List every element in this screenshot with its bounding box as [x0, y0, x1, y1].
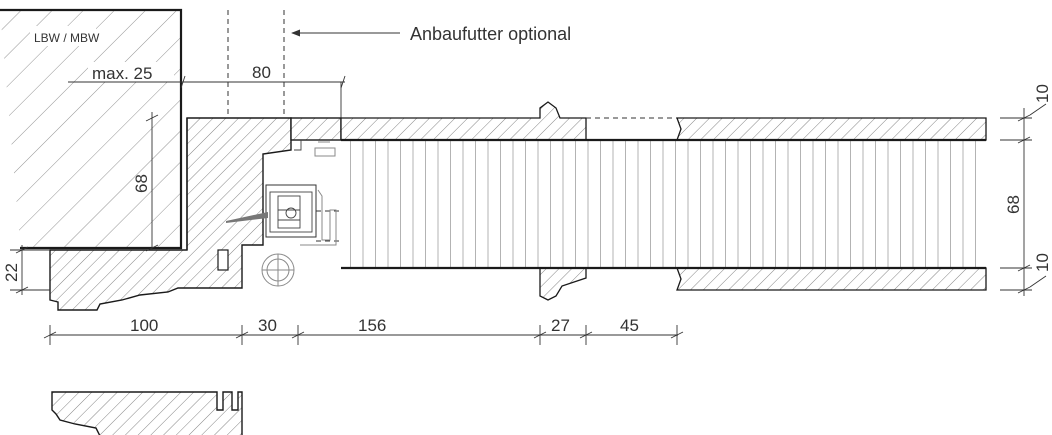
- wall-label: LBW / MBW: [34, 31, 100, 45]
- dimension-27-label: 27: [551, 316, 570, 335]
- dimension-bottom-chain: 100 30 156 27 45: [43, 316, 684, 345]
- dimension-left-68-label: 68: [132, 174, 151, 193]
- dimension-156-label: 156: [358, 316, 386, 335]
- dimension-left-22: 22: [2, 245, 50, 295]
- hinge-hardware: [226, 141, 360, 287]
- dimension-right: 10 68 10: [1000, 84, 1052, 296]
- dimension-45-label: 45: [620, 316, 639, 335]
- dimension-top-80: 80: [180, 63, 346, 118]
- dimension-30-label: 30: [258, 316, 277, 335]
- door-leaf: [340, 101, 987, 301]
- dimension-80-label: 80: [252, 63, 271, 82]
- dimension-right-10-top-label: 10: [1033, 84, 1052, 103]
- dimension-right-68-label: 68: [1004, 195, 1023, 214]
- dimension-22-label: 22: [2, 263, 21, 282]
- dimension-100-label: 100: [130, 316, 158, 335]
- wall-section: LBW / MBW max. 25: [0, 8, 183, 250]
- anbaufutter-label: Anbaufutter optional: [410, 24, 571, 44]
- alternative-frame-profile: [51, 391, 243, 435]
- dimension-left-68: 68: [132, 112, 159, 252]
- wall-max-label: max. 25: [92, 64, 152, 83]
- anbaufutter-annotation: Anbaufutter optional: [227, 10, 571, 118]
- dimension-right-10-bottom-label: 10: [1033, 253, 1052, 272]
